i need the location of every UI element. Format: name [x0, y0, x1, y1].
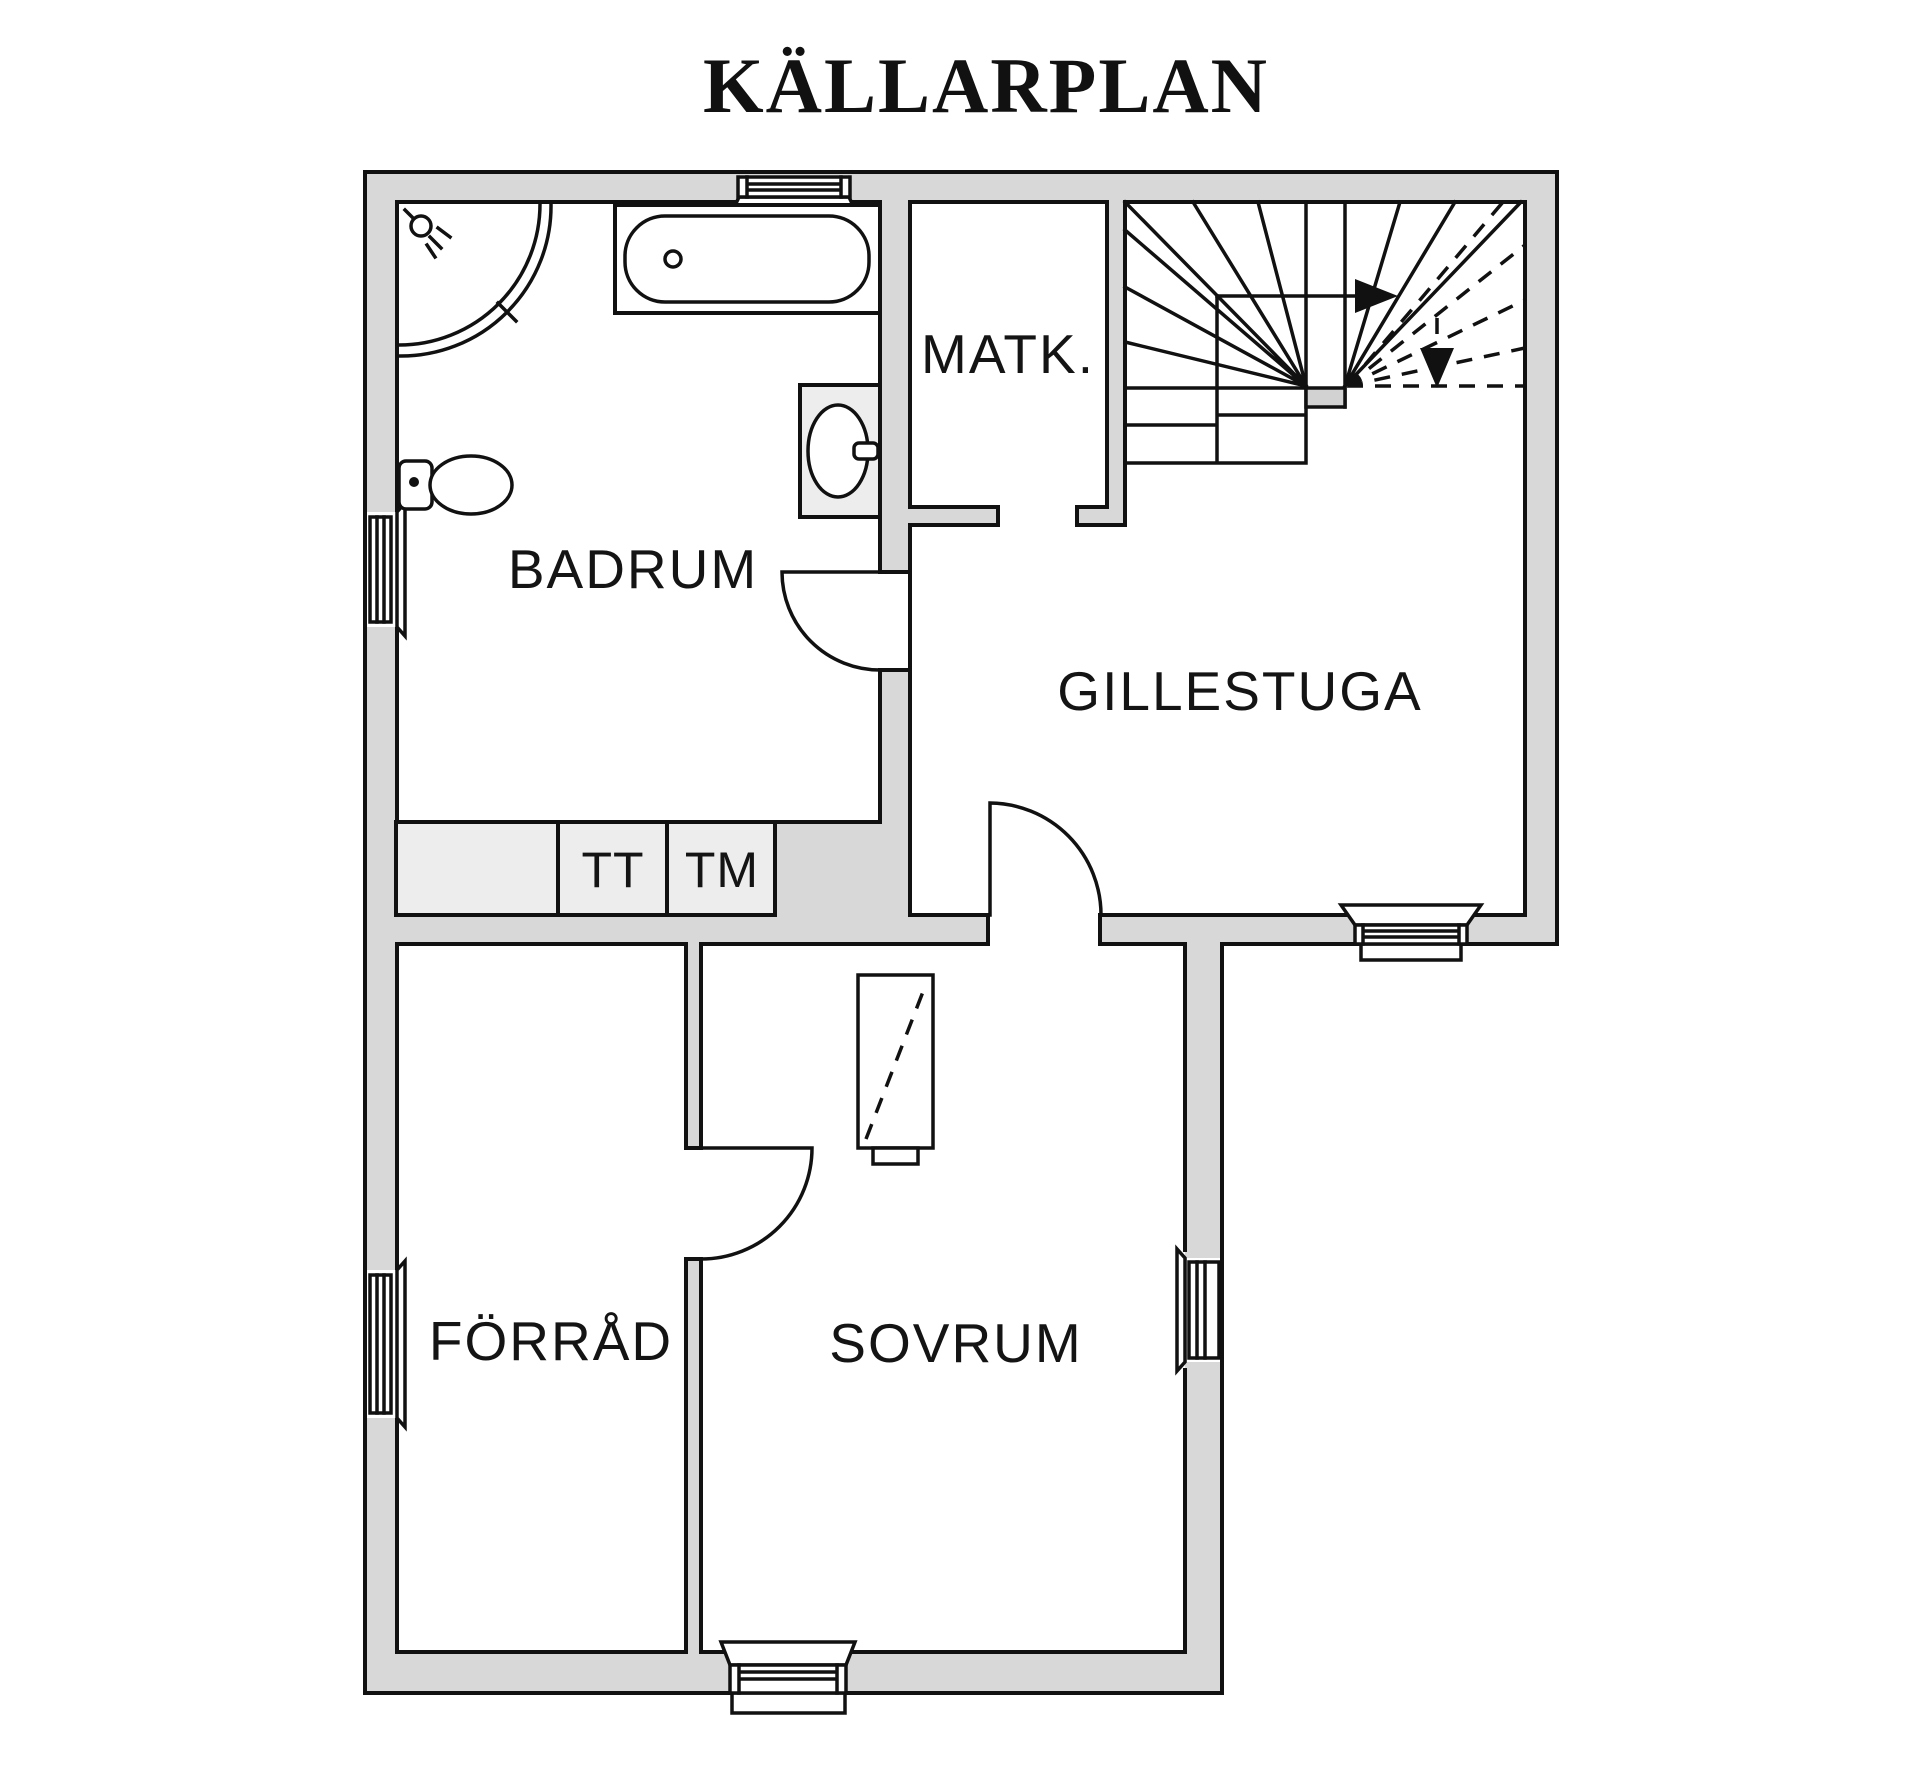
toilet-icon [397, 454, 514, 516]
window-gillestuga-south [1337, 903, 1485, 962]
stair-down-arrow-icon [1420, 348, 1454, 388]
badrum-door [780, 570, 882, 672]
outline-bottom-inner [395, 942, 1187, 1654]
stair-steps [1123, 200, 1347, 465]
wall-forrad-sovrum [686, 944, 701, 1652]
room-label-sovrum: SOVRUM [829, 1312, 1082, 1374]
tumble-dryer-box [556, 820, 669, 917]
window-badrum-west [367, 498, 407, 641]
outline-mid-band [395, 200, 1527, 946]
counter [394, 820, 560, 917]
windows [367, 175, 1485, 1715]
wall-top [365, 172, 1557, 202]
outline-exterior [363, 170, 1559, 1695]
washbasin-icon [798, 383, 882, 519]
room-label-forrad: FÖRRÅD [429, 1310, 673, 1372]
wall-right-upper [1525, 172, 1557, 944]
tumble-dryer-label: TT [581, 842, 644, 898]
stair-fan-up-left [1122, 199, 1309, 389]
wall-outlines [363, 170, 1559, 1695]
opening-forrad-door [686, 1148, 701, 1259]
winder-staircase [1122, 199, 1527, 465]
stair-newel [1304, 386, 1347, 409]
outline-matk [908, 200, 1127, 917]
wall-badrum-east [880, 202, 910, 915]
wall-matk-south-right [1077, 507, 1125, 525]
room-label-gillestuga: GILLESTUGA [1057, 660, 1422, 722]
mirror-icon [856, 973, 935, 1166]
stair-up-arrow-icon [1355, 279, 1398, 313]
wall-block-right-of-tm [775, 822, 910, 915]
laundry-row: TT TM [394, 820, 777, 917]
forrad-door [699, 1146, 814, 1261]
wall-mid-band [365, 915, 1525, 944]
opening-gillestuga-door [988, 915, 1100, 944]
corner-shower-icon [397, 202, 553, 358]
washing-machine-box [665, 820, 777, 917]
room-label-badrum: BADRUM [508, 538, 758, 600]
wall-openings [686, 572, 1100, 1259]
wall-matk-south-left [910, 507, 998, 525]
bathroom-fixtures [397, 202, 882, 519]
washing-machine-label: TM [685, 842, 759, 898]
room-labels: BADRUM MATK. GILLESTUGA FÖRRÅD SOVRUM [429, 323, 1422, 1374]
window-sovrum-east [1175, 1244, 1221, 1376]
gillestuga-door [988, 801, 1103, 917]
window-forrad-west [367, 1256, 407, 1432]
bathtub-icon [613, 203, 882, 315]
page-title: KÄLLARPLAN [703, 42, 1269, 129]
doors [699, 570, 1103, 1261]
outline-divider-forrad-sovrum [684, 942, 703, 1654]
window-sovrum-south [718, 1640, 858, 1715]
room-label-matk: MATK. [921, 323, 1095, 385]
wall-matk-east [1107, 202, 1125, 525]
opening-badrum-door [880, 572, 910, 670]
